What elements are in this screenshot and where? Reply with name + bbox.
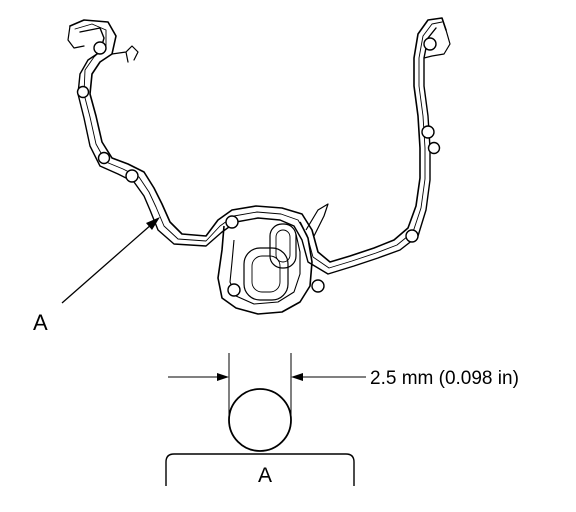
- bolt-hole: [311, 279, 325, 293]
- housing-port-upper-inner: [275, 229, 291, 263]
- callout-label: A: [33, 310, 48, 335]
- section-label: A: [258, 464, 272, 487]
- gasket-outer-edge: [69, 17, 447, 263]
- bolt-hole: [225, 215, 239, 229]
- housing-port-lower: [243, 247, 289, 301]
- bolt-hole: [423, 37, 437, 51]
- center-housing: [217, 203, 329, 315]
- gasket-bead-line: [74, 21, 443, 269]
- bolt-hole: [93, 41, 107, 55]
- bolt-hole: [421, 125, 435, 139]
- leader-arrowhead: [146, 217, 160, 230]
- bolt-hole: [227, 283, 241, 297]
- housing-port-lower-inner: [251, 255, 281, 293]
- cross-section-detail: [165, 353, 366, 486]
- bead-cross-section: [228, 388, 292, 452]
- bolt-hole: [405, 229, 419, 243]
- dimension-label: 2.5 mm (0.098 in): [370, 368, 519, 389]
- bolt-hole: [76, 85, 90, 99]
- gasket-top-right-tab: [423, 29, 451, 59]
- gasket: [67, 17, 451, 275]
- housing-port-upper: [269, 223, 297, 269]
- leader-line: [61, 223, 153, 304]
- housing-inner: [229, 233, 301, 305]
- bolt-holes: [76, 37, 441, 297]
- base-outline: [165, 453, 355, 486]
- housing-spout: [305, 203, 329, 237]
- housing-outer: [217, 221, 313, 315]
- leader-arrow: [61, 217, 160, 304]
- dimension-arrowhead-left: [217, 373, 229, 381]
- bolt-hole: [427, 141, 441, 155]
- dimension-arrowhead-right: [291, 373, 303, 381]
- gasket-top-left-tab: [67, 25, 139, 63]
- gasket-inner-edge: [77, 27, 437, 275]
- bolt-hole: [125, 169, 139, 183]
- bolt-hole: [97, 151, 111, 165]
